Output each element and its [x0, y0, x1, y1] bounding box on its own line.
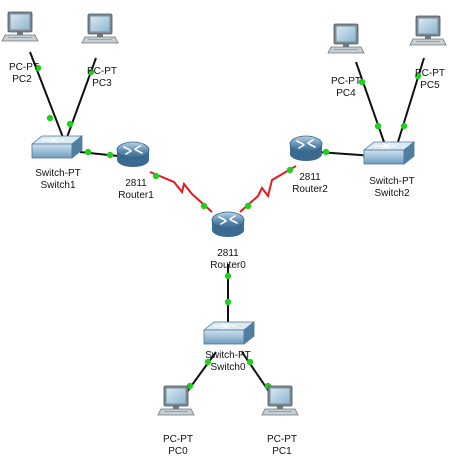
device-pc3[interactable]: PC-PT PC3	[81, 13, 119, 89]
router-icon	[116, 141, 150, 168]
port-up-indicator	[46, 114, 54, 122]
device-name-label: Switch1	[40, 180, 75, 191]
serial-link-router0-router2[interactable]	[239, 165, 297, 213]
port-up-indicator	[414, 72, 422, 80]
device-router1[interactable]: 2811 Router1	[116, 141, 154, 201]
device-name-label: PC3	[92, 78, 112, 89]
device-router0[interactable]: 2811 Router0	[210, 211, 246, 271]
router-icon	[211, 211, 245, 238]
device-type-label: PC-PT	[331, 76, 361, 87]
switch-icon	[203, 321, 255, 345]
port-up-indicator	[152, 172, 160, 180]
serial-link-router1-router0[interactable]	[149, 171, 213, 213]
link-pc4-switch2[interactable]	[355, 61, 385, 143]
device-switch1[interactable]: Switch-PT Switch1	[31, 135, 83, 191]
port-up-indicator	[374, 122, 382, 130]
device-type-label: Switch-PT	[205, 350, 251, 361]
device-name-label: PC5	[420, 80, 440, 91]
device-name-label: Router2	[292, 184, 328, 195]
device-name-label: Switch0	[210, 362, 245, 373]
device-name-label: PC0	[168, 446, 188, 457]
port-up-indicator	[246, 358, 254, 366]
device-type-label: 2811	[125, 178, 147, 189]
port-up-indicator	[224, 298, 232, 306]
device-router2[interactable]: 2811 Router2	[289, 135, 328, 195]
switch-icon	[363, 141, 415, 165]
pc-icon	[81, 13, 119, 44]
port-up-indicator	[204, 358, 212, 366]
device-name-label: Router0	[210, 260, 246, 271]
port-up-indicator	[34, 64, 42, 72]
switch-icon	[31, 135, 83, 159]
device-type-label: PC-PT	[87, 66, 117, 77]
port-up-indicator	[224, 272, 232, 280]
port-up-indicator	[244, 202, 252, 210]
port-status-indicators	[34, 64, 422, 390]
device-name-label: Switch2	[374, 188, 409, 199]
device-type-label: PC-PT	[9, 62, 39, 73]
port-up-indicator	[84, 148, 92, 156]
pc-icon	[1, 11, 39, 42]
device-pc4[interactable]: PC-PT PC4	[327, 23, 365, 99]
device-type-label: 2811	[299, 172, 321, 183]
port-up-indicator	[106, 151, 114, 159]
device-type-label: PC-PT	[163, 434, 193, 445]
port-up-indicator	[286, 166, 294, 174]
device-type-label: PC-PT	[267, 434, 297, 445]
pc-icon	[409, 15, 447, 46]
device-type-label: PC-PT	[415, 68, 445, 79]
port-up-indicator	[200, 202, 208, 210]
pc-icon	[327, 23, 365, 54]
device-type-label: Switch-PT	[35, 168, 81, 179]
device-pc2[interactable]: PC-PT PC2	[1, 11, 39, 85]
port-up-indicator	[87, 68, 95, 76]
device-name-label: PC4	[336, 88, 356, 99]
device-switch2[interactable]: Switch-PT Switch2	[363, 141, 415, 199]
device-name-label: Router1	[118, 190, 154, 201]
port-up-indicator	[400, 122, 408, 130]
device-switch0[interactable]: Switch-PT Switch0	[203, 321, 255, 373]
device-name-label: PC1	[272, 446, 292, 457]
device-type-label: 2811	[217, 248, 239, 259]
device-pc5[interactable]: PC-PT PC5	[409, 15, 447, 91]
device-type-label: Switch-PT	[369, 176, 415, 187]
device-pc0[interactable]: PC-PT PC0	[157, 385, 195, 457]
device-pc1[interactable]: PC-PT PC1	[261, 385, 299, 457]
port-up-indicator	[66, 120, 74, 128]
router-icon	[289, 135, 323, 162]
port-up-indicator	[322, 148, 330, 156]
device-name-label: PC2	[12, 74, 32, 85]
port-up-indicator	[358, 78, 366, 86]
